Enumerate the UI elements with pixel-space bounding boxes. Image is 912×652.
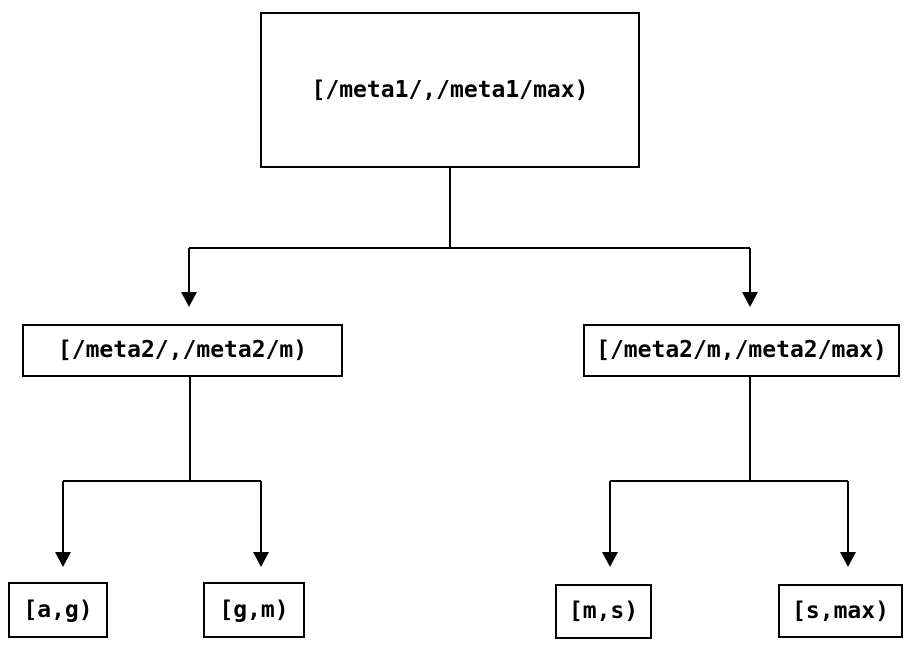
- arrowhead-icon: [181, 292, 197, 307]
- node-leaf-smax-label: [s,max): [792, 597, 889, 624]
- arrowhead-icon: [742, 292, 758, 307]
- node-mid-left-label: [/meta2/,/meta2/m): [57, 337, 308, 363]
- node-leaf-ag-label: [a,g): [23, 596, 93, 623]
- node-leaf-ms-label: [m,s): [568, 598, 639, 624]
- node-mid-left: [/meta2/,/meta2/m): [22, 324, 343, 377]
- node-root-label: [/meta1/,/meta1/max): [311, 76, 589, 103]
- node-mid-right: [/meta2/m,/meta2/max): [583, 324, 900, 377]
- node-leaf-ag: [a,g): [8, 582, 108, 638]
- node-leaf-gm: [g,m): [203, 582, 305, 638]
- arrowhead-icon: [253, 552, 269, 567]
- node-leaf-ms: [m,s): [555, 584, 652, 639]
- node-mid-right-label: [/meta2/m,/meta2/max): [596, 337, 887, 363]
- arrowhead-icon: [840, 552, 856, 567]
- node-leaf-gm-label: [g,m): [219, 596, 289, 623]
- arrowhead-icon: [55, 552, 71, 567]
- arrowhead-icon: [602, 552, 618, 567]
- node-root: [/meta1/,/meta1/max): [260, 12, 640, 168]
- node-leaf-smax: [s,max): [778, 584, 903, 638]
